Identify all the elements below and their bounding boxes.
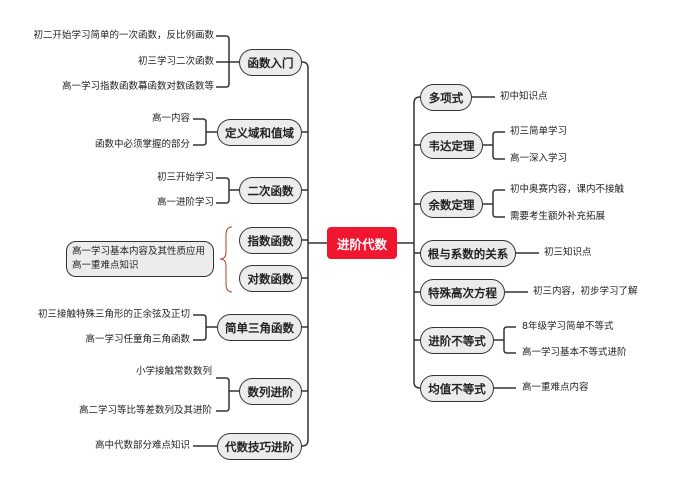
- leaf: 高一学习任童角三角函数: [85, 334, 190, 345]
- leaf: 高一深入学习: [510, 153, 568, 164]
- leaf: 8年级学习简单不等式: [522, 321, 614, 332]
- leaf: 初三内容，初步学习了解: [533, 286, 638, 297]
- leaf: 需要考生额外补充拓展: [510, 211, 606, 222]
- topic-polynomial[interactable]: 多项式: [420, 84, 472, 111]
- topic-quadratic[interactable]: 二次函数: [239, 177, 302, 204]
- leaf: 小学接触常数数列: [135, 366, 212, 377]
- leaf: 初中知识点: [500, 91, 548, 102]
- topic-logarithmic[interactable]: 对数函数: [239, 265, 302, 292]
- leaf: 高二学习等比等差数列及其进阶: [78, 405, 212, 416]
- leaf: 高一内容: [151, 113, 190, 124]
- leaf: 高一学习指数函数幕函数对数函数等: [61, 81, 214, 92]
- topic-algebra-techniques[interactable]: 代数技巧进阶: [217, 433, 302, 460]
- shared-note[interactable]: 高一学习基本内容及其性质应用 高一重难点知识: [66, 241, 214, 277]
- leaf: 高中代数部分难点知识: [94, 440, 190, 451]
- topic-mean-inequality[interactable]: 均值不等式: [420, 375, 494, 402]
- note-line: 高一重难点知识: [72, 260, 139, 271]
- leaf: 初二开始学习简单的一次函数，反比例画数: [33, 30, 214, 41]
- topic-vieta[interactable]: 韦达定理: [420, 132, 483, 159]
- topic-roots-coefficients[interactable]: 根与系数的关系: [420, 240, 516, 267]
- topic-trig[interactable]: 简单三角函数: [217, 314, 302, 341]
- topic-exponential[interactable]: 指数函数: [239, 227, 302, 254]
- leaf: 初三简单学习: [510, 126, 568, 137]
- central-topic[interactable]: 进阶代数: [327, 227, 397, 259]
- leaf: 高一学习基本不等式进阶: [522, 347, 627, 358]
- leaf: 初三接触特殊三角形的正余弦及正切: [37, 309, 190, 320]
- leaf: 函数中必须掌握的部分: [94, 139, 190, 150]
- leaf: 高一进阶学习: [156, 197, 214, 208]
- topic-function-intro[interactable]: 函数入门: [239, 49, 302, 76]
- leaf: 初三开始学习: [156, 172, 214, 183]
- topic-domain-range[interactable]: 定义域和值域: [217, 119, 302, 146]
- leaf: 初中奥赛内容，课内不接触: [510, 184, 625, 195]
- note-line: 高一学习基本内容及其性质应用: [72, 246, 206, 257]
- topic-sequences[interactable]: 数列进阶: [239, 378, 302, 405]
- topic-remainder-theorem[interactable]: 余数定理: [420, 191, 483, 218]
- leaf: 高一重难点内容: [522, 382, 589, 393]
- leaf: 初三学习二次函数: [137, 56, 214, 67]
- leaf: 初三知识点: [544, 247, 592, 258]
- topic-advanced-inequalities[interactable]: 进阶不等式: [420, 327, 494, 354]
- topic-higher-equations[interactable]: 特殊高次方程: [420, 279, 505, 306]
- brace: [219, 226, 233, 293]
